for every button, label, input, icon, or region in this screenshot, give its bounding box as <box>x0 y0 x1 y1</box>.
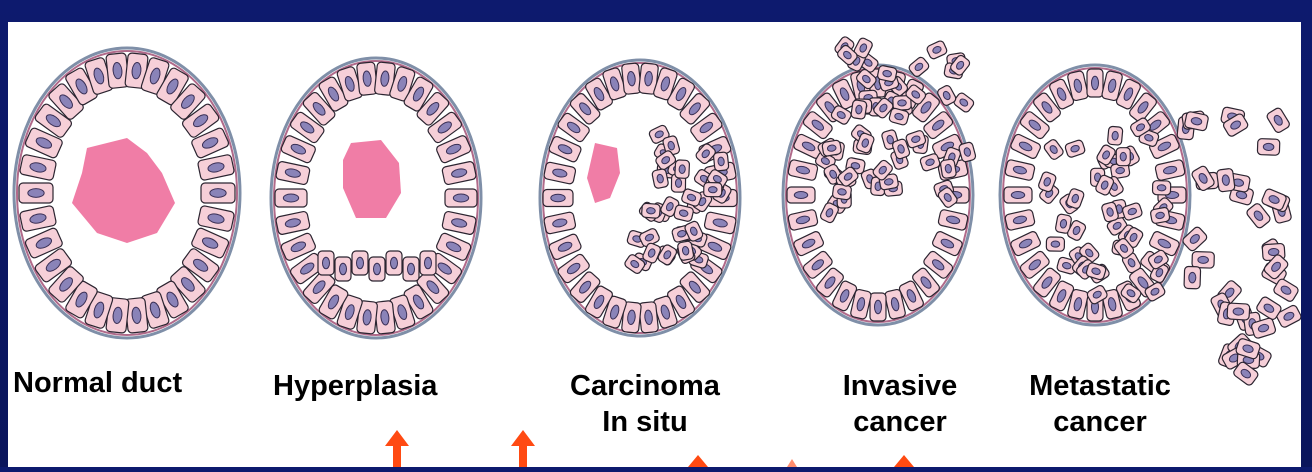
metastatic-cancer-duct <box>1000 65 1301 387</box>
label-invasive-line1: Invasive <box>825 368 975 404</box>
cell <box>1150 207 1170 224</box>
cell <box>832 184 852 200</box>
label-metastatic-cancer: Metastatic cancer <box>1005 368 1195 440</box>
cell <box>926 40 948 60</box>
label-metastatic-line2: cancer <box>1005 404 1195 440</box>
cell <box>1257 139 1280 156</box>
label-hyperplasia: Hyperplasia <box>273 368 437 404</box>
cell <box>19 183 53 203</box>
cell <box>1107 126 1123 145</box>
cell <box>677 241 694 261</box>
label-invasive-cancer: Invasive cancer <box>825 368 975 440</box>
cell <box>543 190 573 207</box>
cell <box>1004 187 1032 203</box>
cell <box>1192 252 1214 269</box>
cell <box>675 160 690 179</box>
cell <box>870 293 886 321</box>
cell <box>369 257 385 281</box>
cell <box>420 251 436 275</box>
invasive-cancer-duct <box>783 35 976 325</box>
up-arrow-icon <box>786 459 798 467</box>
cell <box>1184 266 1201 288</box>
up-arrow-icon <box>384 430 410 467</box>
cell <box>787 187 815 203</box>
label-carcinoma-line1: Carcinoma <box>550 368 740 404</box>
label-hyperplasia-line1: Hyperplasia <box>273 370 437 402</box>
cell <box>403 257 419 281</box>
cell <box>1266 107 1291 134</box>
label-carcinoma-line2: In situ <box>550 404 740 440</box>
cell <box>940 159 957 179</box>
up-arrow-icon <box>893 455 915 467</box>
label-invasive-line2: cancer <box>825 404 975 440</box>
cell <box>318 251 334 275</box>
cell <box>445 189 477 207</box>
cell <box>1152 181 1170 196</box>
cell <box>335 257 351 281</box>
cell <box>1046 237 1064 251</box>
cell <box>851 100 868 120</box>
up-arrow-icon <box>510 430 536 467</box>
cell <box>641 203 660 218</box>
normal-duct <box>14 48 240 338</box>
label-metastatic-line1: Metastatic <box>1005 368 1195 404</box>
hyperplasia-duct <box>271 58 481 338</box>
cell <box>652 168 669 188</box>
up-arrow-icon <box>687 455 709 467</box>
cell <box>1116 148 1130 166</box>
cell <box>952 92 975 114</box>
cell <box>1227 303 1250 320</box>
cell <box>704 182 722 196</box>
cell <box>877 65 898 82</box>
cell <box>1216 168 1235 192</box>
label-carcinoma-in-situ: Carcinoma In situ <box>550 368 740 440</box>
cell <box>713 152 729 171</box>
carcinoma-in-situ-duct <box>540 60 740 336</box>
cell <box>275 189 307 207</box>
label-normal-duct-line1: Normal duct <box>13 367 182 399</box>
cell <box>352 251 368 275</box>
cell <box>822 140 842 157</box>
cell <box>386 251 402 275</box>
label-normal-duct: Normal duct <box>13 365 182 401</box>
cell <box>201 183 235 203</box>
cell <box>1087 69 1103 97</box>
